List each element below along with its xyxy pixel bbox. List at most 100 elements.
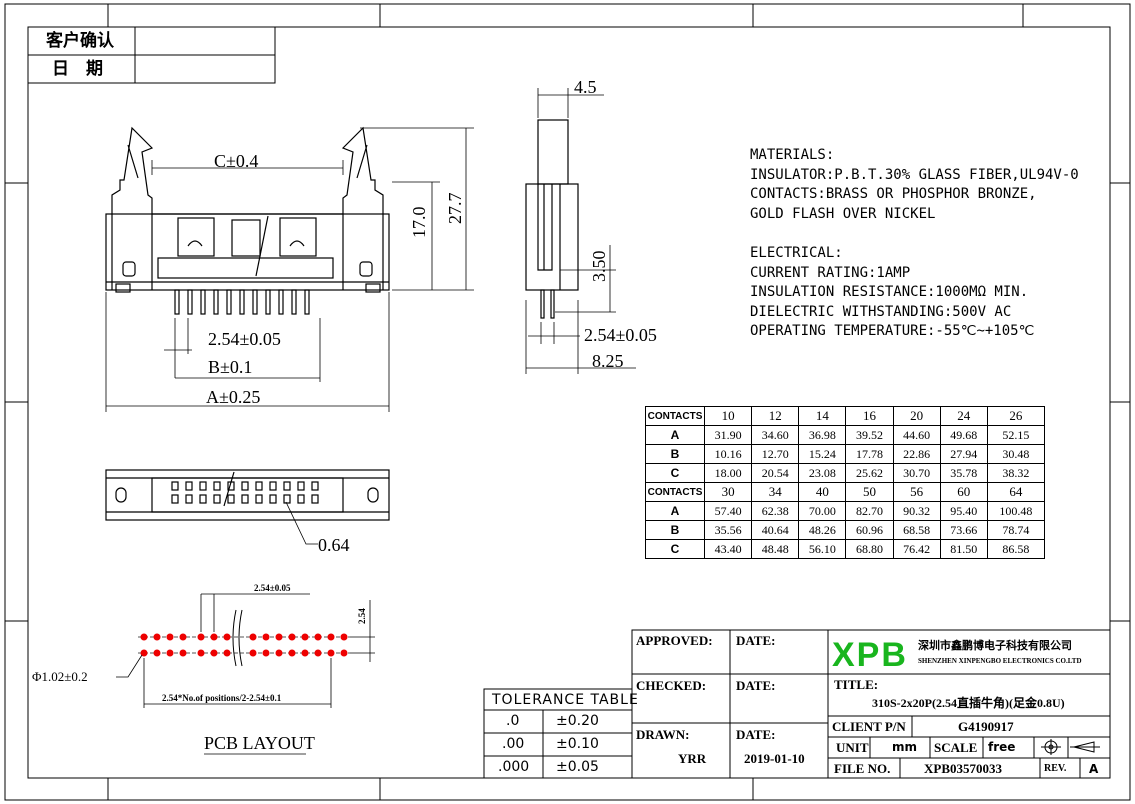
- spec-line: INSULATOR:P.B.T.30% GLASS FIBER,UL94V-0: [750, 166, 1079, 183]
- front-view-connector: [105, 126, 390, 315]
- table-cell: 20.54: [751, 463, 800, 483]
- dim-pin-width: 0.64: [318, 535, 350, 555]
- table-cell: 70.00: [798, 501, 847, 521]
- contacts-count: 24: [939, 406, 988, 426]
- unit-label: UNIT: [836, 740, 869, 755]
- table-cell: 30.48: [986, 444, 1046, 464]
- table-cell: 38.32: [986, 463, 1046, 483]
- row-label: A: [645, 425, 705, 445]
- table-cell: 81.50: [939, 539, 988, 559]
- table-cell: 57.40: [703, 501, 753, 521]
- contacts-header: CONTACTS: [645, 406, 705, 426]
- row-label: B: [645, 520, 705, 540]
- table-cell: 68.80: [845, 539, 894, 559]
- tolerance-key-1: .0: [506, 713, 520, 729]
- tolerance-key-3: .000: [498, 759, 530, 775]
- table-cell: 35.56: [703, 520, 753, 540]
- drawn-date: 2019-01-10: [744, 751, 805, 766]
- bottom-view-connector: [105, 469, 390, 521]
- file-no-value: XPB03570033: [924, 761, 1002, 776]
- bottom-pins: [171, 481, 319, 504]
- spec-line: ELECTRICAL:: [750, 244, 843, 261]
- table-cell: 90.32: [892, 501, 941, 521]
- spec-line: CONTACTS:BRASS OR PHOSPHOR BRONZE,: [750, 186, 1037, 203]
- dim-b: B±0.1: [208, 357, 253, 377]
- table-cell: 10.16: [703, 444, 753, 464]
- front-pins: [174, 289, 310, 315]
- dim-height-27: 27.7: [445, 192, 465, 225]
- front-view-dims: [105, 127, 474, 412]
- table-cell: 34.60: [751, 425, 800, 445]
- pcb-dims: [116, 593, 375, 755]
- table-cell: 52.15: [986, 425, 1046, 445]
- contacts-count: 12: [751, 406, 800, 426]
- table-cell: 43.40: [703, 539, 753, 559]
- title-label: TITLE:: [834, 677, 879, 692]
- table-cell: 17.78: [845, 444, 894, 464]
- tolerance-value-1: ±0.20: [556, 713, 599, 729]
- side-view-dims: [525, 88, 636, 374]
- scale-value: free: [988, 740, 1016, 754]
- pcb-layout-title: PCB LAYOUT: [204, 733, 315, 753]
- table-cell: 62.38: [751, 501, 800, 521]
- table-cell: 12.70: [751, 444, 800, 464]
- date-label: 日 期: [52, 59, 103, 78]
- contacts-header: CONTACTS: [645, 482, 705, 502]
- tolerance-title: TOLERANCE TABLE: [492, 692, 639, 708]
- table-cell: 76.42: [892, 539, 941, 559]
- drawn-label: DRAWN:: [636, 727, 690, 742]
- table-cell: 23.08: [798, 463, 847, 483]
- projection-symbol: [1041, 739, 1100, 755]
- contacts-count: 10: [703, 406, 753, 426]
- pcb-span-label: 2.54*No.of positions/2-2.54±0.1: [162, 693, 282, 703]
- contacts-count: 40: [798, 482, 847, 502]
- spec-line: OPERATING TEMPERATURE:-55℃~+105℃: [750, 323, 1035, 340]
- table-cell: 56.10: [798, 539, 847, 559]
- title-block-lines: [631, 629, 1111, 779]
- dim-side-total: 8.25: [592, 351, 624, 371]
- checked-date-label: DATE:: [736, 678, 776, 693]
- contacts-count: 20: [892, 406, 941, 426]
- checked-label: CHECKED:: [636, 678, 707, 693]
- contacts-count: 30: [703, 482, 753, 502]
- table-cell: 15.24: [798, 444, 847, 464]
- scale-label: SCALE: [934, 740, 978, 755]
- pcb-row-label: 2.54: [357, 608, 367, 624]
- tolerance-value-3: ±0.05: [556, 759, 599, 775]
- header-box: [27, 26, 276, 84]
- table-cell: 60.96: [845, 520, 894, 540]
- table-cell: 78.74: [986, 520, 1046, 540]
- file-no-label: FILE NO.: [834, 761, 891, 776]
- client-pn-label: CLIENT P/N: [832, 719, 906, 734]
- specifications: MATERIALS:INSULATOR:P.B.T.30% GLASS FIBE…: [750, 146, 1079, 342]
- row-label: C: [645, 539, 705, 559]
- table-cell: 82.70: [845, 501, 894, 521]
- table-cell: 68.58: [892, 520, 941, 540]
- row-label: C: [645, 463, 705, 483]
- company-logo: XPB: [832, 636, 908, 674]
- side-view-connector: [525, 119, 579, 319]
- dim-side-pin: 3.50: [589, 250, 609, 283]
- zone-ticks: [5, 4, 1130, 800]
- table-cell: 36.98: [798, 425, 847, 445]
- customer-confirm-label: 客户确认: [46, 31, 114, 50]
- table-cell: 18.00: [703, 463, 753, 483]
- dim-pitch-front: 2.54±0.05: [208, 329, 281, 349]
- approved-date-label: DATE:: [736, 633, 776, 648]
- table-cell: 95.40: [939, 501, 988, 521]
- contacts-count: 34: [751, 482, 800, 502]
- table-cell: 48.48: [751, 539, 800, 559]
- table-cell: 31.90: [703, 425, 753, 445]
- spec-line: CURRENT RATING:1AMP: [750, 264, 911, 281]
- table-cell: 44.60: [892, 425, 941, 445]
- table-cell: 30.70: [892, 463, 941, 483]
- drawn-date-label: DATE:: [736, 727, 776, 742]
- contacts-count: 14: [798, 406, 847, 426]
- pcb-pitch-label: 2.54±0.05: [254, 583, 291, 593]
- pcb-hole-label: Φ1.02±0.2: [32, 669, 88, 684]
- inner-border: [27, 26, 1111, 779]
- dim-side-width: 4.5: [574, 77, 597, 97]
